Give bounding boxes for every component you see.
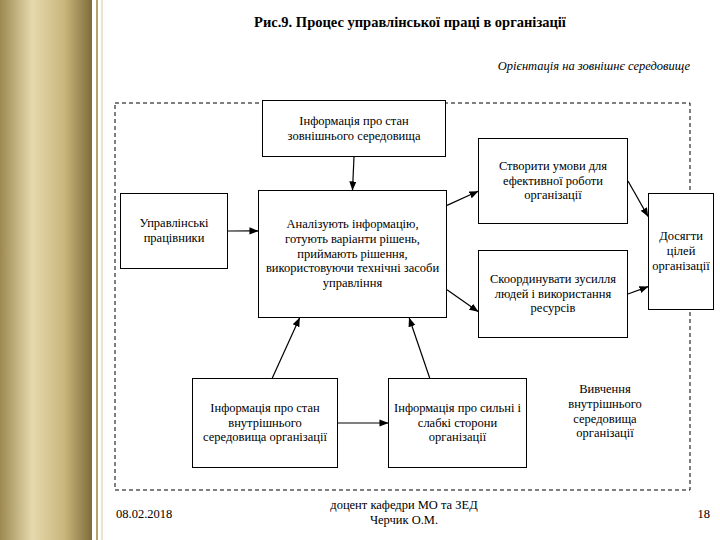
side-band (0, 0, 92, 540)
flow-arrow (338, 422, 388, 423)
process-box: Аналізують інформацію, готують варіанти … (258, 190, 447, 318)
result-box: Досягти цілей організації (648, 193, 714, 310)
flow-arrow (228, 230, 258, 231)
info-box: Інформація про сильні і слабкі сторони о… (388, 378, 527, 468)
node-content: Управлінські працівники (121, 212, 227, 250)
flow-arrow (353, 157, 355, 190)
title-text: Рис.9. Процес управлінської праці в орга… (254, 14, 566, 30)
node-content: Інформація про стан зовнішнього середови… (263, 110, 445, 148)
flow-arrow (272, 318, 299, 378)
slide-title: Рис.9. Процес управлінської праці в орга… (150, 14, 670, 31)
flow-arrow (409, 318, 430, 378)
node-content: Досягти цілей організації (647, 225, 714, 277)
environment-boundary (115, 103, 690, 490)
orientation-note: Орієнтація на зовнішнє середовище (420, 59, 690, 74)
node-text: Інформація про сильні і слабкі сторони о… (394, 401, 521, 445)
flow-arrow (447, 191, 478, 205)
node-content: Аналізують інформацію, готують варіанти … (259, 213, 446, 295)
goal-box: Створити умови для ефективної роботи орг… (478, 138, 628, 224)
info-box: Інформація про стан внутрішнього середов… (192, 378, 338, 468)
node-content: Створити умови для ефективної роботи орг… (479, 155, 627, 207)
node-text: Досягти цілей організації (652, 229, 709, 273)
node-text: Скоординувати зусилля людей і використан… (484, 272, 622, 316)
flow-arrow (628, 181, 648, 216)
flow-arrow (447, 290, 478, 312)
info-box: Інформація про стан зовнішнього середови… (262, 100, 446, 157)
goal-box: Скоординувати зусилля людей і використан… (478, 250, 628, 338)
slide-date: 08.02.2018 (116, 507, 206, 522)
study-note: Вивчення внутрішнього середовища організ… (550, 382, 660, 441)
node-text: Інформація про стан внутрішнього середов… (198, 401, 332, 445)
node-text: Інформація про стан зовнішнього середови… (268, 114, 440, 144)
node-content: Інформація про сильні і слабкі сторони о… (389, 397, 526, 449)
band-line (96, 0, 98, 540)
node-text: Створити умови для ефективної роботи орг… (484, 159, 622, 203)
flow-arrow (628, 287, 648, 294)
actor-box: Управлінські працівники (120, 193, 228, 269)
slide-number: 18 (660, 507, 710, 522)
node-text: Управлінські працівники (126, 216, 222, 246)
band-line (102, 0, 103, 540)
node-text: Аналізують інформацію, готують варіанти … (264, 217, 441, 291)
node-content: Скоординувати зусилля людей і використан… (479, 268, 627, 320)
slide-author: доцент кафедри МО та ЗЕД Черчик О.М. (318, 498, 490, 528)
node-content: Інформація про стан внутрішнього середов… (193, 397, 337, 449)
